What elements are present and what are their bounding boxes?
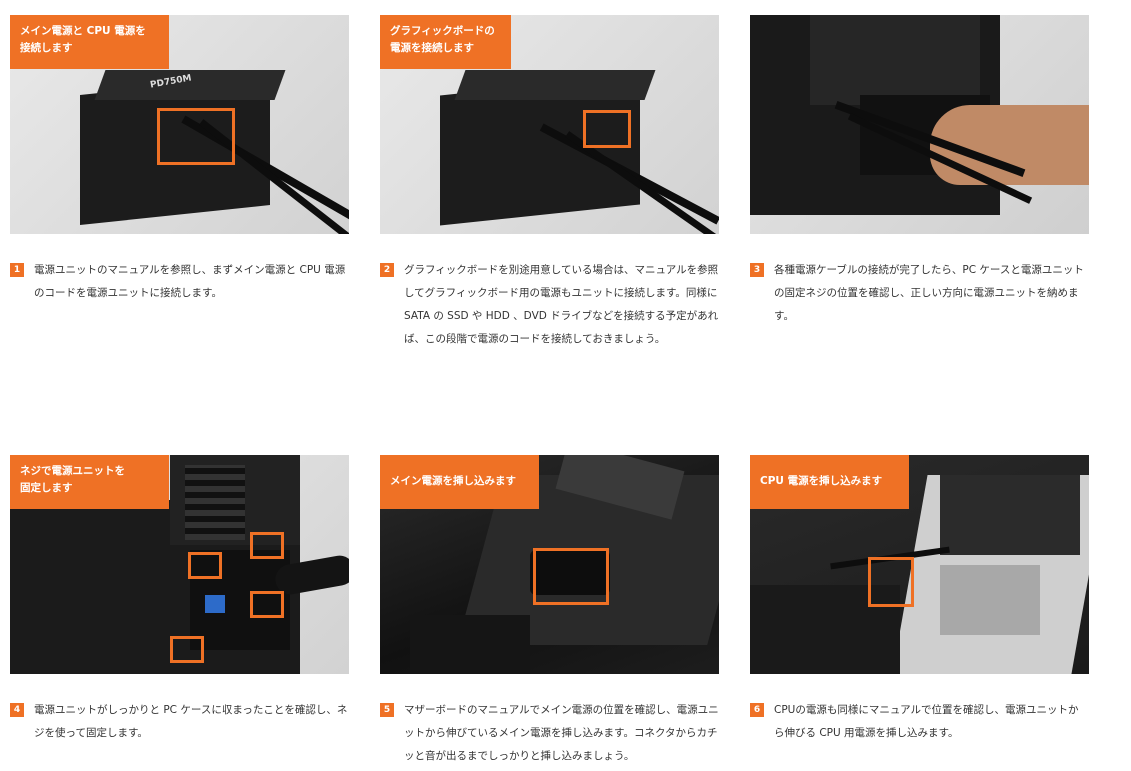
step-number-badge: 3 xyxy=(750,263,764,277)
step-photo-3 xyxy=(750,15,1089,234)
step-label: ネジで電源ユニットを 固定します xyxy=(10,455,169,509)
step-card-3: 3 各種電源ケーブルの接続が完了したら、PC ケースと電源ユニットの固定ネジの位… xyxy=(750,15,1089,328)
highlight-box xyxy=(868,557,914,607)
step-text: グラフィックボードを別途用意している場合は、マニュアルを参照してグラフィックボー… xyxy=(404,264,719,345)
step-text: 電源ユニットのマニュアルを参照し、まずメイン電源と CPU 電源のコードを電源ユ… xyxy=(34,264,346,299)
highlight-box xyxy=(583,110,631,148)
step-photo-2: グラフィックボードの 電源を接続します xyxy=(380,15,719,234)
highlight-box xyxy=(170,636,204,663)
step-text: 電源ユニットがしっかりと PC ケースに収まったことを確認し、ネジを使って固定し… xyxy=(34,704,348,739)
step-card-4: ネジで電源ユニットを 固定します 4 電源ユニットがしっかりと PC ケースに収… xyxy=(10,455,349,745)
step-description: 2 グラフィックボードを別途用意している場合は、マニュアルを参照してグラフィック… xyxy=(380,259,719,351)
step-text: CPUの電源も同様にマニュアルで位置を確認し、電源ユニットから伸びる CPU 用… xyxy=(774,704,1079,739)
step-description: 1 電源ユニットのマニュアルを参照し、まずメイン電源と CPU 電源のコードを電… xyxy=(10,259,349,305)
step-number-badge: 4 xyxy=(10,703,24,717)
step-card-6: CPU 電源を挿し込みます 6 CPUの電源も同様にマニュアルで位置を確認し、電… xyxy=(750,455,1089,745)
step-label: グラフィックボードの 電源を接続します xyxy=(380,15,511,69)
highlight-box xyxy=(250,591,284,618)
step-card-2: グラフィックボードの 電源を接続します 2 グラフィックボードを別途用意している… xyxy=(380,15,719,351)
highlight-box xyxy=(250,532,284,559)
step-photo-1: PD750M メイン電源と CPU 電源を 接続します xyxy=(10,15,349,234)
step-description: 5 マザーボードのマニュアルでメイン電源の位置を確認し、電源ユニットから伸びてい… xyxy=(380,699,719,768)
step-number-badge: 6 xyxy=(750,703,764,717)
step-text: マザーボードのマニュアルでメイン電源の位置を確認し、電源ユニットから伸びているメ… xyxy=(404,704,719,762)
step-number-badge: 1 xyxy=(10,263,24,277)
step-photo-4: ネジで電源ユニットを 固定します xyxy=(10,455,349,674)
step-photo-5: メイン電源を挿し込みます xyxy=(380,455,719,674)
step-description: 6 CPUの電源も同様にマニュアルで位置を確認し、電源ユニットから伸びる CPU… xyxy=(750,699,1089,745)
highlight-box xyxy=(188,552,222,579)
step-description: 3 各種電源ケーブルの接続が完了したら、PC ケースと電源ユニットの固定ネジの位… xyxy=(750,259,1089,328)
step-card-1: PD750M メイン電源と CPU 電源を 接続します 1 電源ユニットのマニュ… xyxy=(10,15,349,305)
step-label: メイン電源を挿し込みます xyxy=(380,455,539,509)
step-photo-6: CPU 電源を挿し込みます xyxy=(750,455,1089,674)
step-label: CPU 電源を挿し込みます xyxy=(750,455,909,509)
highlight-box xyxy=(533,548,609,605)
step-number-badge: 2 xyxy=(380,263,394,277)
highlight-box xyxy=(157,108,235,165)
step-number-badge: 5 xyxy=(380,703,394,717)
step-description: 4 電源ユニットがしっかりと PC ケースに収まったことを確認し、ネジを使って固… xyxy=(10,699,349,745)
step-card-5: メイン電源を挿し込みます 5 マザーボードのマニュアルでメイン電源の位置を確認し… xyxy=(380,455,719,768)
step-label: メイン電源と CPU 電源を 接続します xyxy=(10,15,169,69)
step-text: 各種電源ケーブルの接続が完了したら、PC ケースと電源ユニットの固定ネジの位置を… xyxy=(774,264,1084,322)
